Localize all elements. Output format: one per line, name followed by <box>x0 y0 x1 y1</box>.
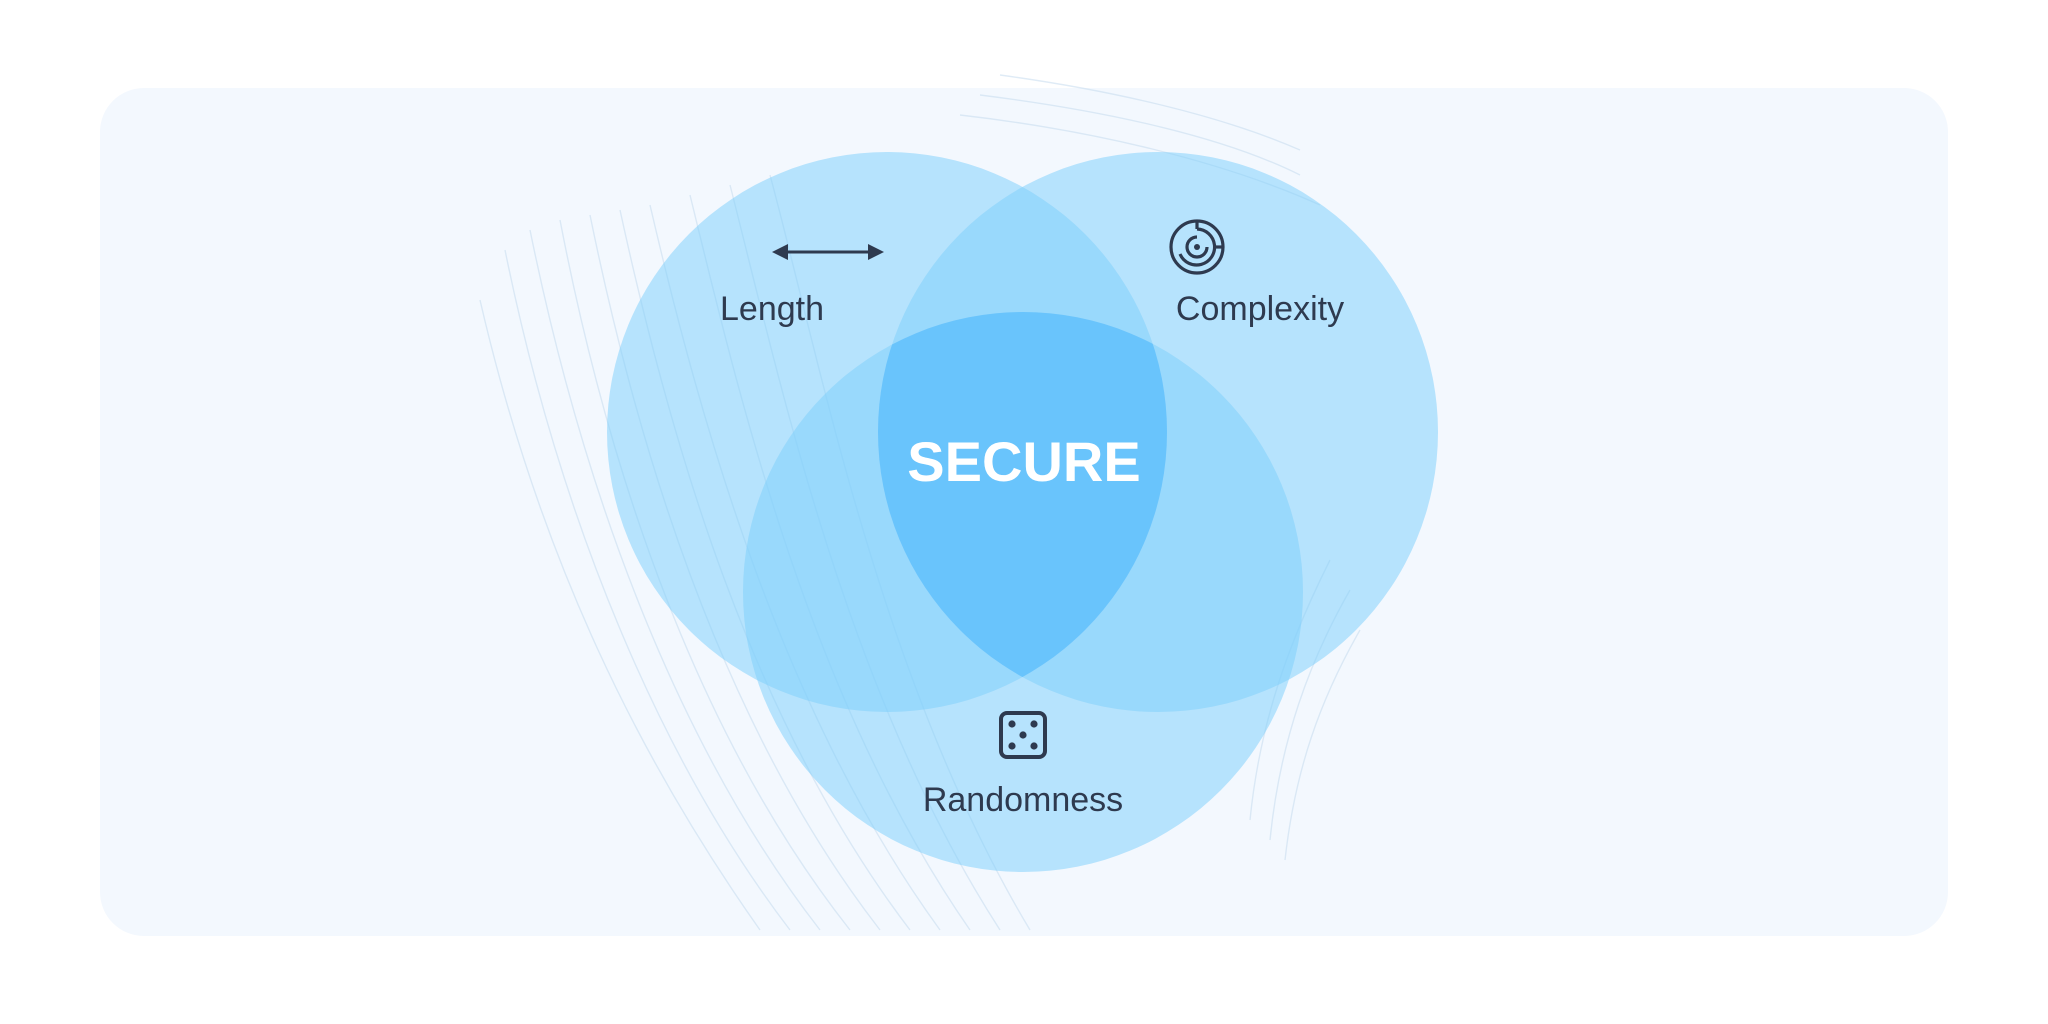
label-secure: SECURE <box>907 430 1140 493</box>
label-length: Length <box>720 290 824 328</box>
label-complexity: Complexity <box>1176 290 1344 328</box>
double-arrow-icon <box>772 244 884 260</box>
label-randomness: Randomness <box>923 781 1123 819</box>
maze-icon <box>1169 219 1225 275</box>
dice-icon <box>999 711 1047 759</box>
